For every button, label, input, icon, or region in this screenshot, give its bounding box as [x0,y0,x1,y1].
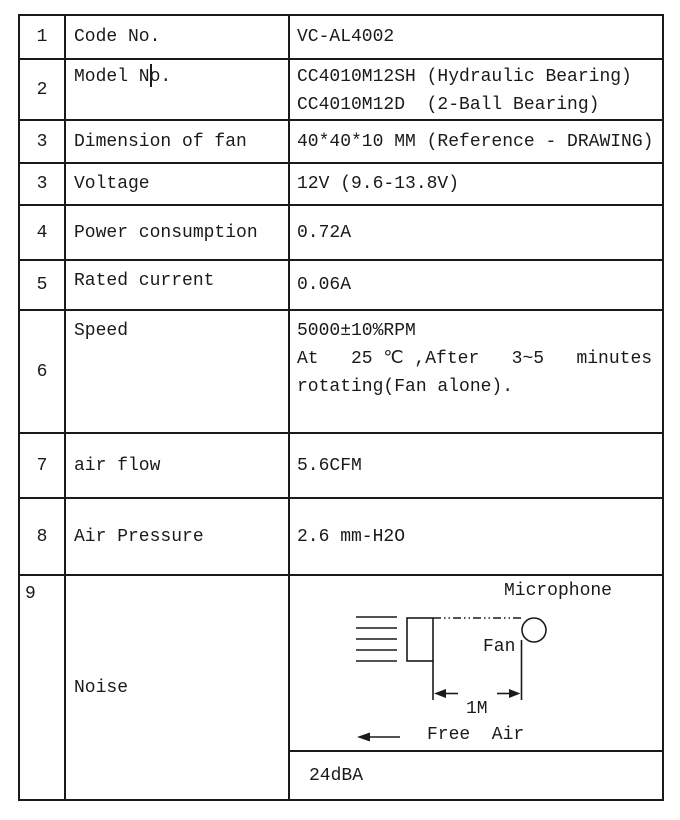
distance-label: 1M [466,699,488,719]
row1-label: Code No. [66,16,290,60]
row3-label: Dimension of fan [66,121,290,164]
row3-value: 40*40*10 MM (Reference - DRAWING) [290,121,662,164]
row9-number: 8 [20,499,66,576]
free-air-arrowhead [357,732,370,742]
row7-number: 6 [20,311,66,434]
row10-label: Noise [66,576,290,799]
row9-value: 2.6 mm-H2O [290,499,662,576]
row10-number: 9 [20,576,66,799]
row7-value: 5000±10%RPM At 25 ℃ ,After 3~5 minutes r… [290,311,662,434]
row2-value: CC4010M12SH (Hydraulic Bearing) CC4010M1… [290,60,662,121]
microphone-circle [521,617,547,643]
noise-test-diagram: Microphone Fan 1M Free Air [290,576,662,752]
row6-value: 0.06A [290,261,662,311]
dim-arrowhead-right [509,689,521,698]
row9-label: Air Pressure [66,499,290,576]
row1-value: VC-AL4002 [290,16,662,60]
row8-value: 5.6CFM [290,434,662,499]
row4-label: Voltage [66,164,290,206]
row1-number: 1 [20,16,66,60]
row7-label: Speed [66,311,290,434]
fan-spec-table: 1 Code No. VC-AL4002 2 Model No. CC4010M… [18,14,664,801]
row5-label: Power consumption [66,206,290,261]
noise-level-value: 24dBA [309,765,364,786]
row2-number: 2 [20,60,66,121]
row10-value: Microphone Fan 1M Free Air 24dBA [290,576,662,799]
row8-number: 7 [20,434,66,499]
row6-label: Rated current [66,261,290,311]
free-air-label: Free Air [427,725,525,745]
row4-number: 3 [20,164,66,206]
row5-number: 4 [20,206,66,261]
noise-diagram-graphics [356,616,547,742]
row2-label-text: Model No. [74,67,172,87]
row4-value: 12V (9.6-13.8V) [290,164,662,206]
row5-value: 0.72A [290,206,662,261]
text-caret [150,64,152,87]
row8-label: air flow [66,434,290,499]
row6-number: 5 [20,261,66,311]
row2-label[interactable]: Model No. [66,60,290,121]
microphone-label: Microphone [503,581,612,601]
fan-label: Fan [483,637,516,657]
dim-arrowhead-left [434,689,446,698]
fan-rect [406,617,434,662]
row3-number: 3 [20,121,66,164]
airflow-lines [356,616,397,662]
